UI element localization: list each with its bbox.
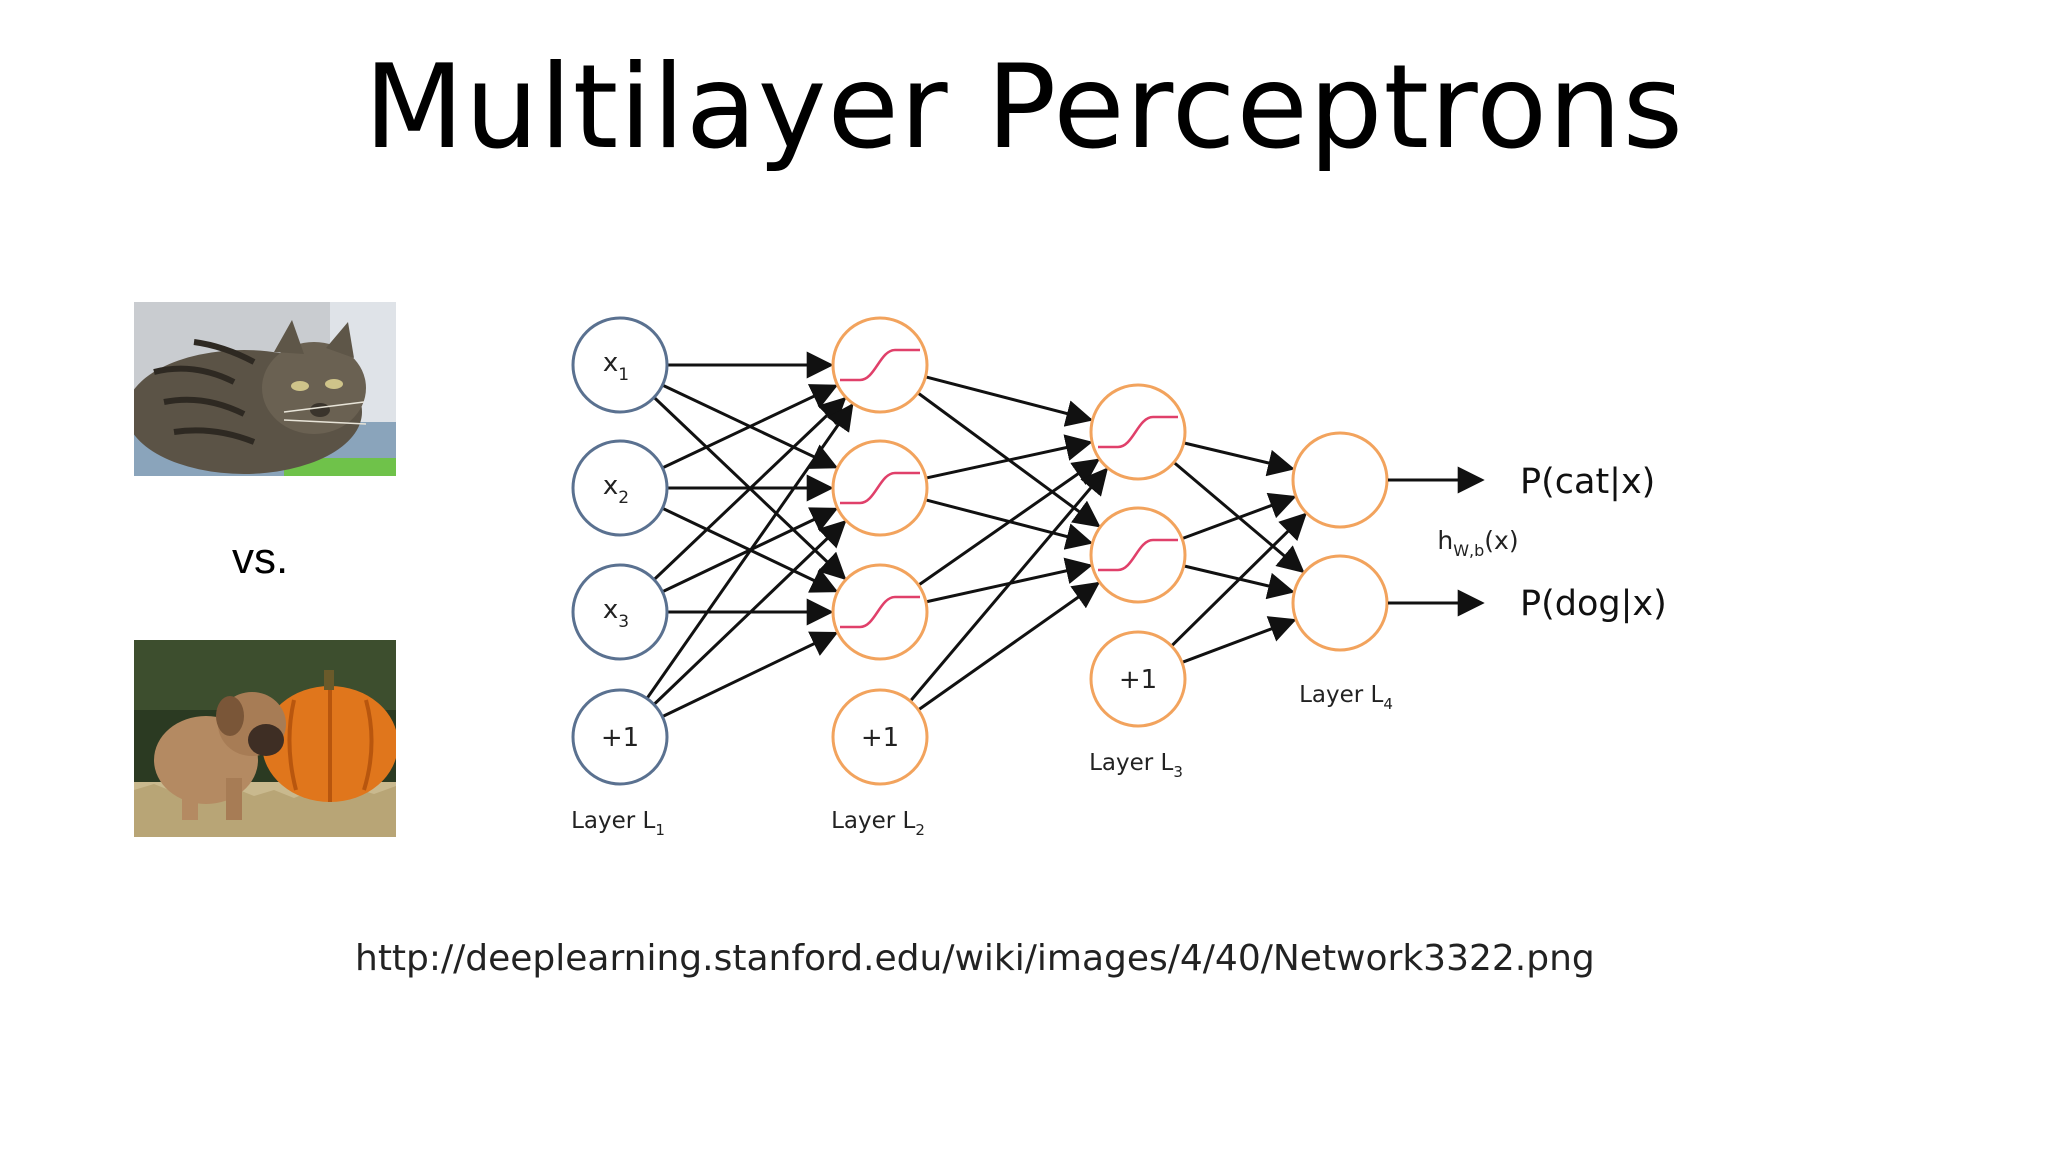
edge-l1-l2-3-0	[645, 402, 854, 700]
hidden-bias-node-l2	[831, 688, 929, 786]
dog-with-pumpkin-photo	[134, 640, 396, 837]
edge-l1-l2-1-0	[661, 384, 839, 470]
input-node-x1	[571, 316, 669, 414]
layer-label-l1: Layer L1	[571, 808, 665, 839]
cat-photo	[134, 302, 396, 476]
sigmoid-icon	[1098, 415, 1178, 449]
network-nodes	[571, 316, 1389, 786]
hidden-node-l3-2	[1089, 506, 1187, 604]
sigmoid-icon	[840, 595, 920, 629]
bias-label-l2: +1	[861, 723, 899, 753]
hidden-node-l2-1	[831, 316, 929, 414]
input-x2-label: x2	[603, 471, 629, 508]
edge-l2-l3-3-0	[909, 467, 1109, 703]
edge-l3-l4-2-1	[1181, 616, 1297, 664]
hidden-node-l3-1	[1089, 383, 1187, 481]
output-label-cat: P(cat|x)	[1520, 462, 1655, 502]
bias-label-l3: +1	[1119, 665, 1157, 695]
edge-l1-l2-3-2	[661, 631, 839, 718]
layer-label-l2: Layer L2	[831, 808, 925, 839]
layer-label-l3: Layer L3	[1089, 750, 1183, 781]
hidden-bias-node-l3	[1089, 630, 1187, 728]
edge-l3-l4-0-0	[1183, 441, 1295, 477]
versus-label: vs.	[232, 534, 289, 583]
edge-l2-l3-2-0	[917, 458, 1101, 587]
edge-l3-l4-2-0	[1170, 512, 1308, 648]
input-node-x2	[571, 439, 669, 537]
output-node-2	[1291, 554, 1389, 652]
edge-l3-l4-1-0	[1181, 492, 1297, 541]
layer-label-l4: Layer L4	[1299, 682, 1393, 713]
sigmoid-icon	[1098, 538, 1178, 572]
source-url: http://deeplearning.stanford.edu/wiki/im…	[355, 938, 1595, 979]
bias-label-l1: +1	[601, 723, 639, 753]
sigmoid-icon	[840, 348, 920, 382]
edge-l2-l3-0-0	[925, 375, 1094, 427]
hidden-node-l2-2	[831, 439, 929, 537]
edge-l1-l2-3-1	[652, 520, 847, 706]
hypothesis-label: hW,b(x)	[1437, 526, 1518, 560]
input-x3-label: x3	[603, 595, 629, 632]
sigmoid-icons	[840, 348, 1178, 629]
slide-title: Multilayer Perceptrons	[363, 40, 1685, 175]
input-node-x3	[571, 563, 669, 661]
hidden-node-l2-3	[831, 563, 929, 661]
input-x1-label: x1	[603, 348, 629, 385]
connection-edges	[645, 351, 1308, 718]
edge-l2-l3-1-0	[925, 434, 1093, 480]
input-bias-node	[571, 688, 669, 786]
edge-l2-l3-3-1	[917, 581, 1101, 712]
sigmoid-icon	[840, 471, 920, 505]
output-label-dog: P(dog|x)	[1520, 584, 1667, 624]
output-node-1	[1291, 431, 1389, 529]
edge-l1-l2-2-0	[653, 396, 847, 581]
